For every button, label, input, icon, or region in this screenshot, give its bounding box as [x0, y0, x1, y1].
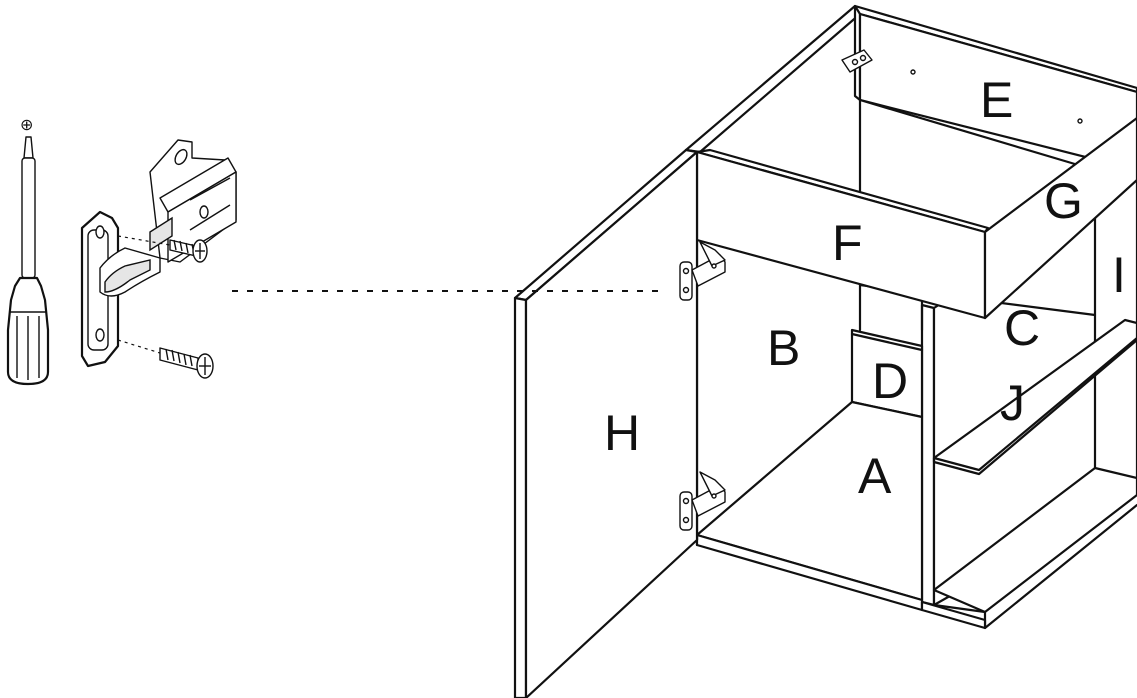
- label-i: I: [1112, 247, 1126, 303]
- label-b: B: [767, 320, 800, 376]
- corner-bracket-icon: [841, 49, 873, 73]
- screwdriver-icon: ⊕: [6, 117, 50, 386]
- label-e: E: [980, 72, 1013, 128]
- screw-top-icon: [117, 235, 208, 263]
- panel-e: [684, 4, 1137, 172]
- label-c: C: [1004, 300, 1040, 356]
- hinge-detail-icon: [80, 139, 237, 379]
- phillips-bit-symbol: ⊕: [20, 117, 33, 134]
- label-d: D: [872, 353, 908, 409]
- label-h: H: [604, 405, 640, 461]
- hinge-top-icon: [679, 241, 726, 301]
- right-lower-section: [920, 313, 1137, 630]
- label-g: G: [1044, 173, 1083, 229]
- panel-a: [695, 400, 924, 612]
- hinge-bottom-icon: [679, 471, 726, 531]
- label-j: J: [1000, 375, 1025, 431]
- label-f: F: [832, 215, 863, 271]
- cabinet: [513, 4, 1137, 698]
- screw-bottom-icon: [117, 339, 214, 379]
- door-h: [513, 148, 699, 698]
- panel-f: [695, 116, 1137, 320]
- label-a: A: [858, 448, 892, 504]
